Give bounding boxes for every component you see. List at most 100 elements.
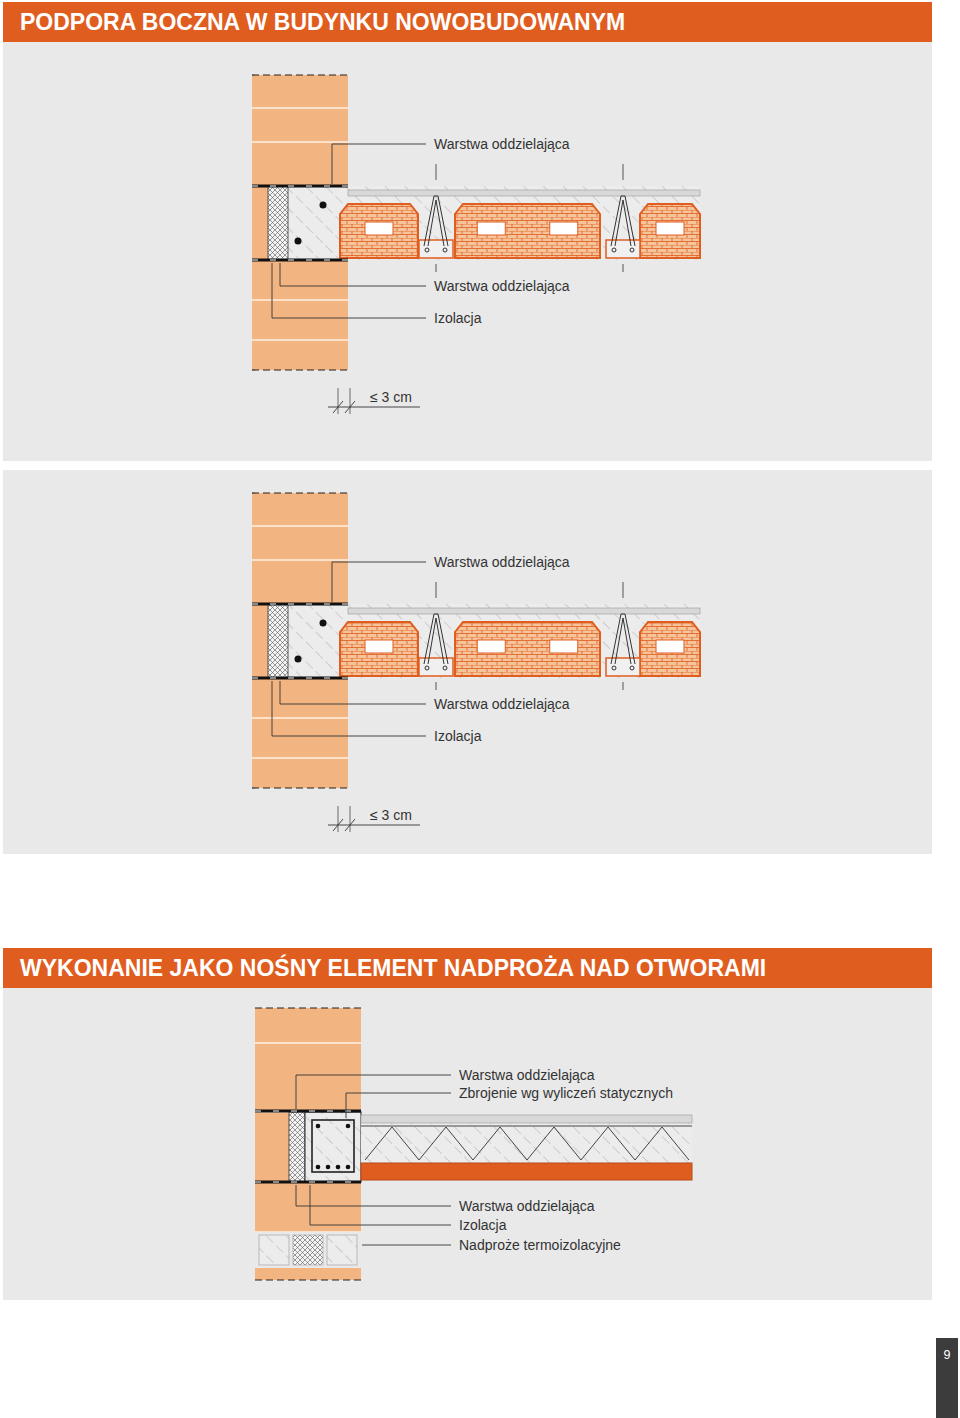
insulation — [289, 1112, 305, 1182]
rebar-dot — [336, 1165, 341, 1170]
separation-layer-dash — [252, 260, 348, 261]
truss-bar — [428, 618, 444, 664]
callout-label: Warstwa oddzielająca — [434, 279, 570, 293]
slab-concrete — [268, 186, 700, 260]
mortar-joint — [252, 299, 348, 301]
callout-label: Izolacja — [459, 1218, 506, 1232]
marker-tick — [623, 264, 624, 272]
marker-tick — [623, 682, 624, 690]
rebar-dot — [316, 1124, 321, 1129]
mortar-joint — [252, 525, 348, 527]
rebar — [425, 248, 429, 252]
hollow-block — [455, 622, 600, 676]
dimension-ext — [338, 806, 339, 832]
hollow-block — [340, 622, 418, 676]
callout-label: Warstwa oddzielająca — [459, 1199, 595, 1213]
page-number-box: 9 — [936, 1338, 958, 1418]
callout-label: Izolacja — [434, 729, 481, 743]
marker-tick — [436, 264, 437, 272]
leader-line — [332, 562, 426, 602]
mortar-joint — [252, 717, 348, 719]
brick-wall — [255, 1008, 361, 1280]
lintel-beam — [305, 1112, 361, 1182]
block-void — [550, 640, 578, 653]
mortar-joint — [255, 1042, 361, 1044]
heading-text: WYKONANIE JAKO NOŚNY ELEMENT NADPROŻA NA… — [20, 955, 766, 982]
separation-layer-dash — [255, 1111, 361, 1112]
cut-line — [252, 369, 348, 370]
callout-label: Warstwa oddzielająca — [434, 697, 570, 711]
block-void — [365, 640, 393, 653]
mortar-joint — [252, 559, 348, 561]
rebar-dot — [316, 1165, 321, 1170]
rebar — [425, 666, 429, 670]
rebar — [443, 666, 447, 670]
hollow-block — [340, 204, 418, 258]
truss-bar — [428, 200, 444, 246]
slab-concrete — [361, 1115, 692, 1163]
marker-tick — [436, 682, 437, 690]
leader-line — [280, 681, 426, 704]
hollow-block — [640, 622, 700, 676]
truss-bar — [424, 614, 448, 664]
leader-line — [310, 1185, 451, 1225]
callout-label: Izolacja — [434, 311, 481, 325]
slab-concrete — [268, 604, 700, 678]
leader-line — [296, 1075, 451, 1109]
mortar-joint — [252, 339, 348, 341]
cut-line — [252, 492, 348, 493]
rebar-dot — [295, 238, 302, 245]
marker-tick — [623, 164, 624, 180]
leader-line — [362, 1245, 451, 1246]
truss-bar — [611, 196, 635, 246]
leader-line — [346, 1093, 451, 1118]
topping — [361, 1115, 692, 1123]
topping — [348, 608, 700, 614]
rebar-dot — [326, 1165, 331, 1170]
truss-bar — [615, 618, 631, 664]
separation-layer-dash — [255, 1182, 361, 1183]
callout-label: Warstwa oddzielająca — [459, 1068, 595, 1082]
block-void — [477, 640, 505, 653]
rebar — [630, 248, 634, 252]
block-void — [550, 222, 578, 235]
thermal-lintel — [293, 1235, 323, 1265]
dimension-line — [328, 825, 420, 826]
truss-chord — [361, 1126, 692, 1127]
separation-layer-dash — [252, 186, 348, 187]
cut-line — [252, 74, 348, 75]
hollow-block — [455, 204, 600, 258]
truss-foot — [606, 658, 640, 676]
callout-label: Zbrojenie wg wyliczeń statycznych — [459, 1086, 673, 1100]
lintel-band — [361, 1163, 692, 1180]
marker-tick — [436, 164, 437, 180]
mortar-joint — [252, 107, 348, 109]
hollow-block — [640, 204, 700, 258]
leader-line — [272, 263, 426, 318]
cut-line — [255, 1279, 361, 1280]
rebar-dot — [346, 1124, 351, 1129]
leader-line — [272, 681, 426, 736]
truss-foot — [419, 658, 453, 676]
panel-ground — [3, 988, 932, 1300]
mortar-joint — [252, 141, 348, 143]
heading-text: 9 — [936, 1348, 958, 1362]
section-band: WYKONANIE JAKO NOŚNY ELEMENT NADPROŻA NA… — [3, 948, 932, 988]
heading-text: PODPORA BOCZNA W BUDYNKU NOWOBUDOWANYM — [20, 9, 625, 36]
separation-layer — [255, 1181, 361, 1184]
truss-bar — [615, 200, 631, 246]
cut-line — [252, 787, 348, 788]
separation-layer — [252, 185, 348, 188]
separation-layer — [255, 1110, 361, 1113]
rebar-dot — [295, 656, 302, 663]
topping — [348, 190, 700, 196]
leader-line — [296, 1185, 451, 1206]
rebar — [612, 666, 616, 670]
dimension-ext — [350, 806, 351, 832]
dimension-label: ≤ 3 cm — [370, 808, 412, 822]
panel-ground — [3, 470, 932, 854]
insulation — [268, 186, 288, 260]
thermal-lintel — [259, 1235, 289, 1265]
block-void — [656, 222, 684, 235]
separation-layer-dash — [252, 678, 348, 679]
